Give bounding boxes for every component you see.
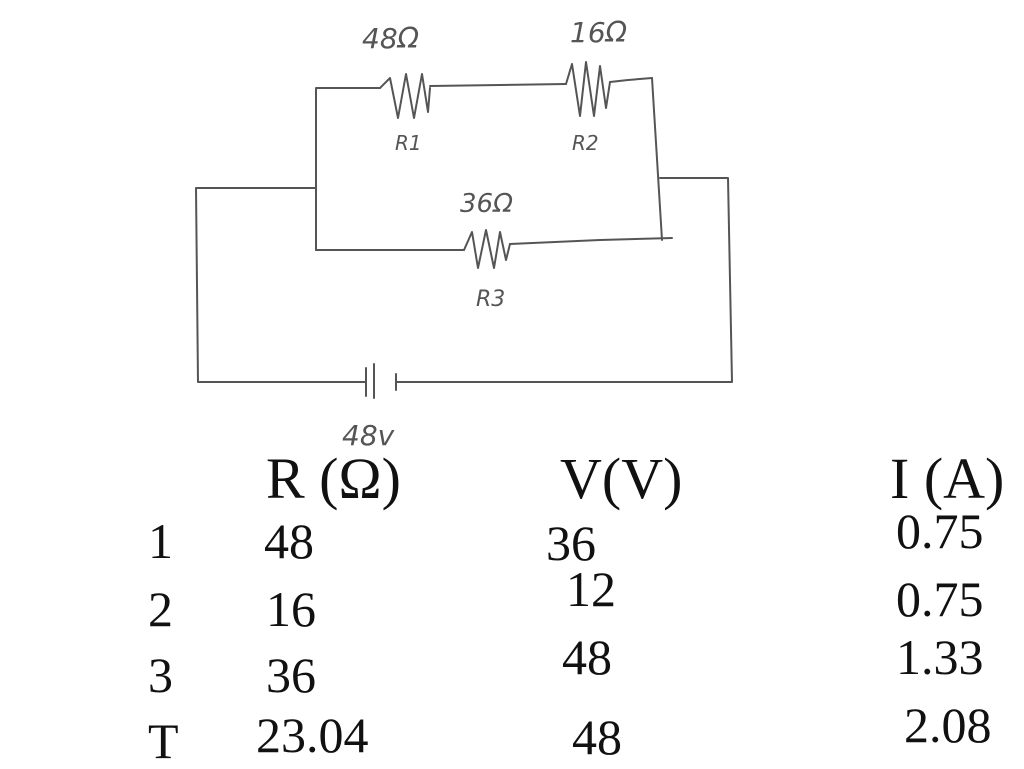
row-1-voltage: 36 xyxy=(546,515,596,571)
r2-value: 16Ω xyxy=(570,16,628,49)
row-3-label: 3 xyxy=(148,647,173,703)
row-total-resistance: 23.04 xyxy=(256,707,369,763)
top-branch-wires xyxy=(315,61,663,251)
r1-label: R1 xyxy=(395,131,422,155)
header-current: I (A) xyxy=(890,446,1005,511)
row-3-resistance: 36 xyxy=(266,647,316,703)
r2-label: R2 xyxy=(572,131,599,155)
battery-value: 48v xyxy=(342,419,395,452)
row-3-current: 1.33 xyxy=(896,629,984,685)
row-3-voltage: 48 xyxy=(562,629,612,685)
row-1-current: 0.75 xyxy=(896,503,984,559)
middle-branch-wires xyxy=(315,229,673,269)
header-voltage: V(V) xyxy=(560,446,683,511)
header-resistance: R (Ω) xyxy=(266,446,401,511)
row-2-voltage: 12 xyxy=(566,561,616,617)
r3-label: R3 xyxy=(476,287,505,312)
row-total-label: T xyxy=(148,713,179,769)
row-2-current: 0.75 xyxy=(896,571,984,627)
row-1-label: 1 xyxy=(148,513,173,569)
outer-loop-wires xyxy=(195,177,733,399)
r1-value: 48Ω xyxy=(362,22,420,55)
row-total-current: 2.08 xyxy=(904,697,992,753)
r3-value: 36Ω xyxy=(460,189,513,219)
row-2-resistance: 16 xyxy=(266,581,316,637)
circuit-diagram: 48Ω R1 16Ω R2 36Ω R3 48v xyxy=(195,16,733,452)
row-total-voltage: 48 xyxy=(572,709,622,765)
row-2-label: 2 xyxy=(148,581,173,637)
row-1-resistance: 48 xyxy=(264,513,314,569)
